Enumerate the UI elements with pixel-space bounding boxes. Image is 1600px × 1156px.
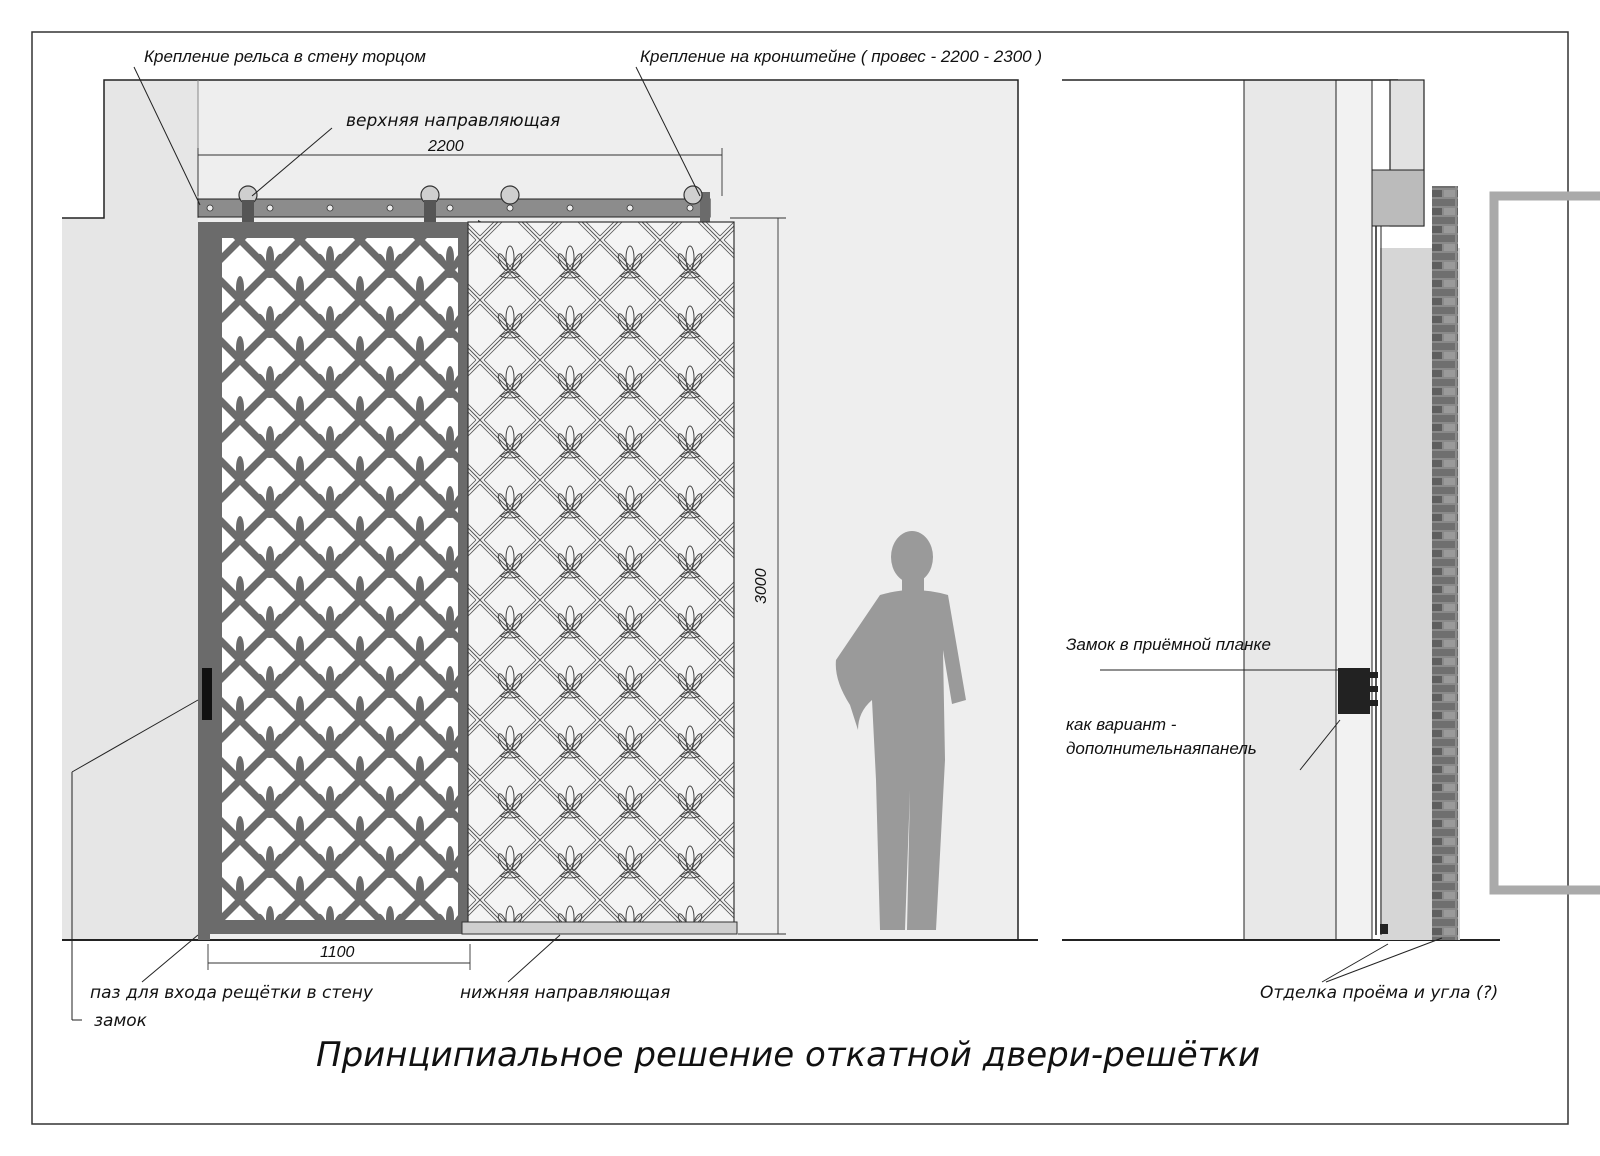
label-bottom-guide: нижняя направляющая <box>460 983 670 1003</box>
section-view <box>1062 79 1600 941</box>
label-rail-wall-mount: Крепление рельса в стену торцом <box>144 47 426 66</box>
label-wall-groove: паз для входа рещётки в стену <box>90 983 374 1003</box>
door-panel-open <box>467 221 735 925</box>
label-lock: замок <box>94 1011 148 1031</box>
top-rail <box>197 185 711 230</box>
dim-door-width: 1100 <box>320 944 355 961</box>
label-variant-1: как вариант - <box>1066 715 1177 734</box>
sheet-border <box>31 31 1569 1125</box>
label-opening-finish: Отделка проёма и угла (?) <box>1260 983 1498 1003</box>
lock-box <box>202 668 212 720</box>
dim-door-height: 3000 <box>753 568 770 604</box>
bottom-guide <box>461 921 738 935</box>
label-top-guide: верхняя направляющая <box>346 111 560 131</box>
dim-top-rail: 2200 <box>427 138 464 155</box>
leader-lines <box>71 66 701 1021</box>
label-lock-in-strike: Замок в приёмной планке <box>1066 635 1271 654</box>
sheet-title: Принципиальное решение откатной двери-ре… <box>316 1035 1260 1075</box>
label-bracket-mount: Крепление на кронштейне ( провес - 2200 … <box>640 47 1042 66</box>
label-variant-2: дополнительнаяпанель <box>1066 739 1257 758</box>
dimension-lines <box>197 148 786 970</box>
section-leaders <box>1100 669 1443 983</box>
door-panel-closed <box>198 220 488 940</box>
human-silhouette <box>835 531 966 930</box>
